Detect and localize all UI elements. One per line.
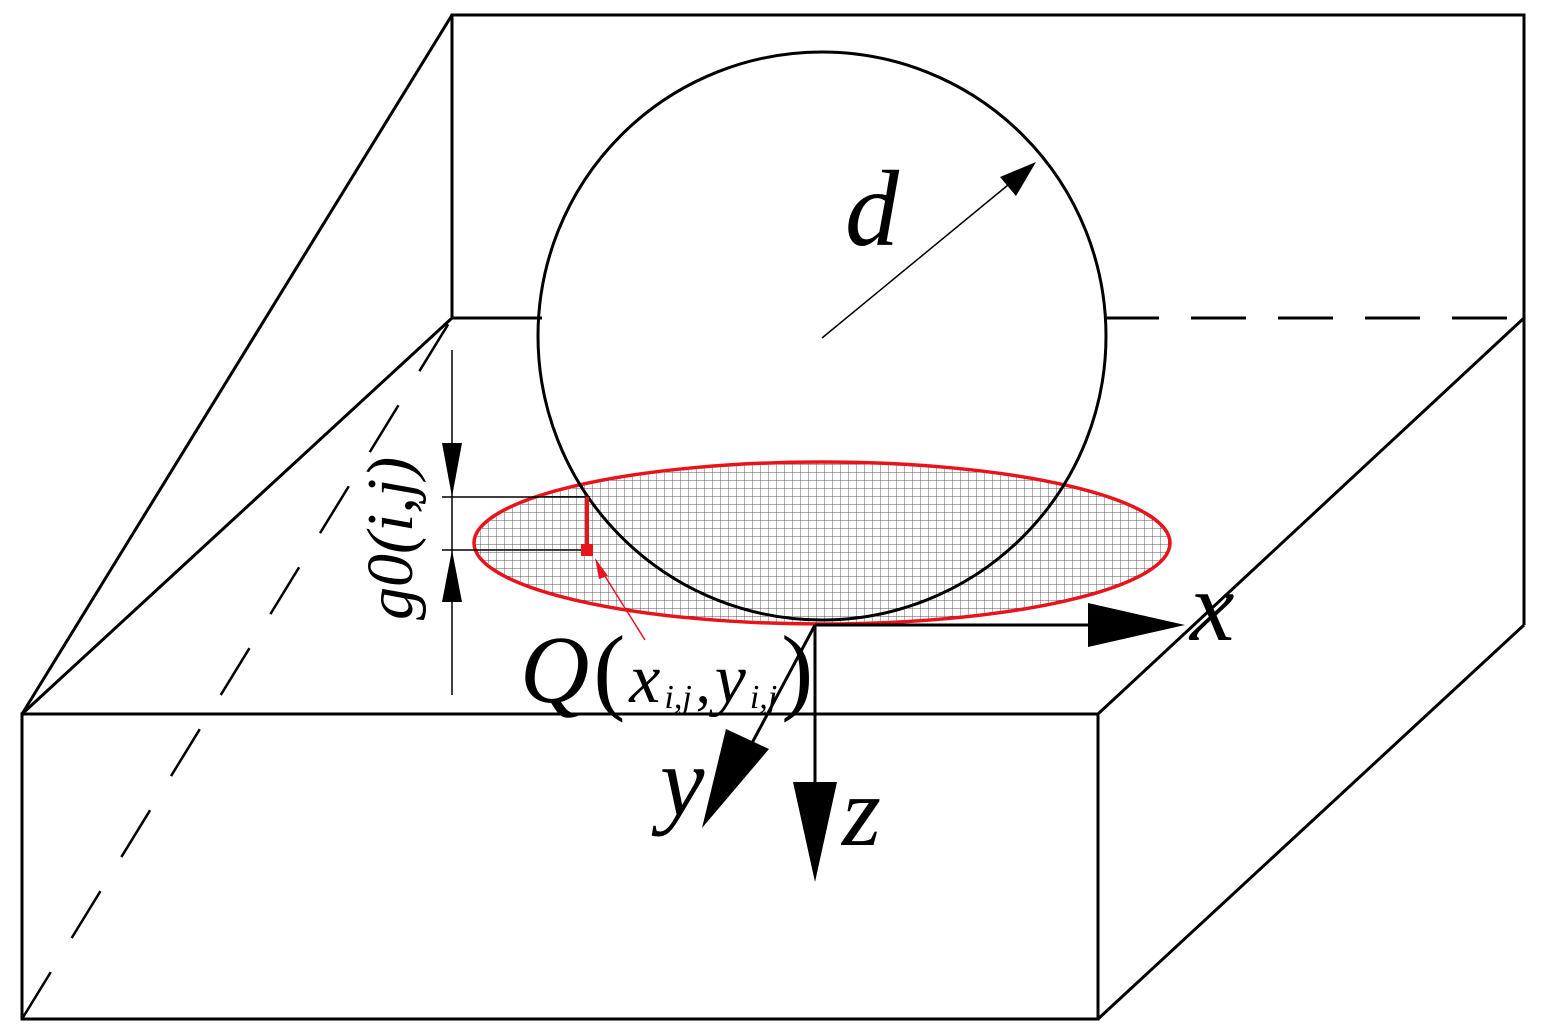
gap-arrow-bottom xyxy=(442,550,462,602)
hidden-edge xyxy=(20,317,454,1020)
point-Q-label: Q ( x i,j , y i,j ) xyxy=(520,616,813,723)
point-Q-sub: i,j xyxy=(664,679,691,716)
block-back-wall xyxy=(20,13,1526,715)
point-Q-close: ) xyxy=(781,616,813,723)
point-Q-x: x xyxy=(628,641,660,718)
point-Q-name: Q xyxy=(520,616,589,723)
z-axis xyxy=(793,625,837,882)
z-axis-label: z xyxy=(840,756,881,867)
gap-arrow-top xyxy=(442,443,462,497)
Q-leader-arrow xyxy=(595,558,608,579)
x-axis xyxy=(815,603,1185,647)
x-axis-label: x xyxy=(1188,551,1234,662)
y-axis xyxy=(702,624,817,828)
point-Q-comma: , xyxy=(696,649,711,715)
diameter-indicator xyxy=(821,162,1036,339)
gap-dimension xyxy=(442,350,590,695)
Q-leader-line xyxy=(597,564,646,641)
block-front-face xyxy=(20,318,1526,1021)
diameter-label: d xyxy=(845,150,900,269)
point-Q-open: ( xyxy=(593,616,625,723)
gap-label: g0(i,j) xyxy=(354,457,427,620)
point-Q-marker xyxy=(581,544,593,556)
sphere xyxy=(536,50,1108,622)
contact-area xyxy=(472,460,1172,626)
point-Q-sub2: i,j xyxy=(750,679,777,716)
y-axis-label: y xyxy=(651,726,705,837)
point-Q-y: y xyxy=(709,641,747,718)
